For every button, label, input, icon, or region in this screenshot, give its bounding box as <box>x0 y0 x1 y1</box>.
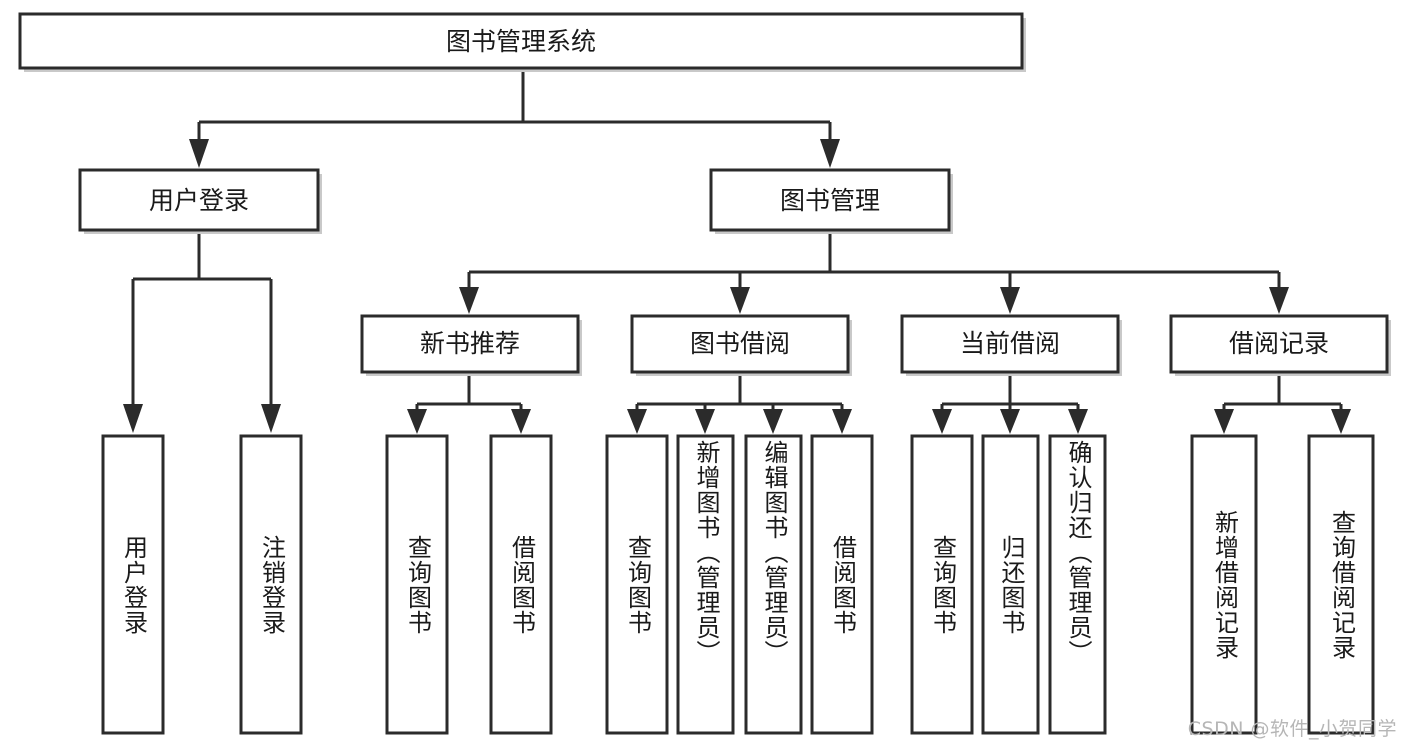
leaf-node-borrow-book-bb[interactable] <box>810 434 874 735</box>
node-label: 用户登录 <box>149 186 249 215</box>
node-rect <box>101 434 165 735</box>
arrow-head-icon <box>1269 287 1289 314</box>
node-user-login[interactable]: 用户登录 <box>78 168 322 234</box>
node-rect <box>981 434 1040 735</box>
node-rect <box>78 168 320 232</box>
arrow-head-icon <box>932 409 952 434</box>
node-rect <box>676 434 735 735</box>
connector-group-borrow-record <box>1214 374 1351 434</box>
arrow-head-icon <box>1000 409 1020 434</box>
node-rect <box>630 314 850 374</box>
arrow-head-icon <box>1214 409 1234 434</box>
node-rect <box>1169 314 1389 374</box>
node-book-management[interactable]: 图书管理 <box>709 168 953 234</box>
node-rect <box>385 434 449 735</box>
arrow-head-icon <box>459 287 479 314</box>
node-rect <box>360 314 580 374</box>
arrow-head-icon <box>820 139 840 168</box>
leaf-node-edit-book-admin[interactable] <box>744 434 803 735</box>
node-label: 借阅记录 <box>1229 329 1329 358</box>
leaf-node-add-book-admin[interactable] <box>676 434 735 735</box>
arrow-head-icon <box>511 409 531 434</box>
connector-group-new-book-rec <box>407 374 531 434</box>
arrow-head-icon <box>730 287 750 314</box>
node-rect <box>1048 434 1107 735</box>
node-rect <box>709 168 951 232</box>
arrow-head-icon <box>627 409 647 434</box>
node-rect <box>744 434 803 735</box>
arrow-head-icon <box>1068 409 1088 434</box>
node-current-borrowing[interactable]: 当前借阅 <box>900 314 1122 376</box>
connector-group-book-borrow <box>627 374 852 434</box>
arrow-head-icon <box>1331 409 1351 434</box>
arrow-head-icon <box>695 409 715 434</box>
node-label: 当前借阅 <box>960 329 1060 358</box>
node-borrow-record[interactable]: 借阅记录 <box>1169 314 1391 376</box>
leaf-node-confirm-return-admin[interactable] <box>1048 434 1107 735</box>
connector-group-book-mgmt <box>459 233 1289 314</box>
leaf-node-query-borrow-record[interactable] <box>1307 434 1375 735</box>
arrow-head-icon <box>407 409 427 434</box>
node-rect <box>489 434 553 735</box>
arrow-head-icon <box>261 404 281 433</box>
node-rect <box>810 434 874 735</box>
arrow-head-icon <box>123 404 143 433</box>
leaf-node-add-borrow-record[interactable] <box>1190 434 1258 735</box>
leaf-node-query-book-cb[interactable] <box>910 434 974 735</box>
node-root-book-management-system[interactable]: 图书管理系统 <box>18 12 1026 72</box>
arrow-head-icon <box>832 409 852 434</box>
node-label: 新书推荐 <box>420 329 520 358</box>
leaf-node-user-login[interactable] <box>101 434 165 735</box>
connector-group-user-login <box>123 233 281 433</box>
node-rect <box>605 434 669 735</box>
leaf-node-query-book-nbr[interactable] <box>385 434 449 735</box>
arrow-head-icon <box>1000 287 1020 314</box>
leaf-node-borrow-book-nbr[interactable] <box>489 434 553 735</box>
node-label: 图书借阅 <box>690 329 790 358</box>
node-rect <box>1307 434 1375 735</box>
node-rect <box>18 12 1024 70</box>
connector-group-root <box>189 72 840 168</box>
csdn-watermark: CSDN @软件_小贺同学 <box>1187 718 1397 740</box>
node-label: 图书管理系统 <box>446 27 596 56</box>
node-rect <box>900 314 1120 374</box>
node-new-book-recommendation[interactable]: 新书推荐 <box>360 314 582 376</box>
node-book-borrowing[interactable]: 图书借阅 <box>630 314 852 376</box>
node-rect <box>1190 434 1258 735</box>
arrow-head-icon <box>763 409 783 434</box>
node-label: 图书管理 <box>780 186 880 215</box>
node-rect <box>910 434 974 735</box>
node-rect <box>239 434 303 735</box>
leaf-node-return-book[interactable] <box>981 434 1040 735</box>
leaf-node-logout[interactable] <box>239 434 303 735</box>
connector-group-current-borrow <box>932 374 1088 434</box>
leaf-node-query-book-bb[interactable] <box>605 434 669 735</box>
arrow-head-icon <box>189 139 209 168</box>
